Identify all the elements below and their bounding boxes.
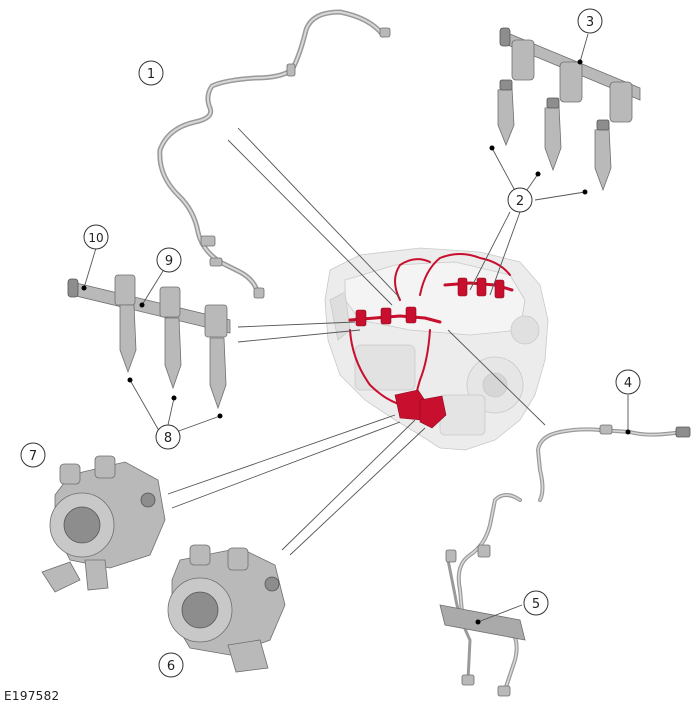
svg-text:2: 2	[516, 194, 524, 209]
fuel-line-5-icon	[439, 493, 526, 697]
callout-5: 5	[523, 590, 549, 616]
svg-text:10: 10	[88, 231, 103, 245]
svg-text:6: 6	[167, 659, 175, 674]
callout-4: 4	[615, 369, 641, 395]
callout-1: 1	[138, 60, 164, 86]
fuel-rail-right-icon	[499, 27, 641, 123]
fuel-pump-6-icon	[167, 544, 286, 673]
fuel-rail-left-icon	[67, 274, 231, 338]
fuel-line-4-icon	[536, 424, 691, 502]
fuel-injectors-left-icon	[119, 304, 227, 410]
svg-text:4: 4	[624, 376, 632, 391]
svg-text:3: 3	[586, 15, 594, 30]
svg-text:5: 5	[532, 597, 540, 612]
figure-id-label: E197582	[4, 689, 60, 703]
callout-2: 2	[507, 187, 533, 213]
callout-6: 6	[158, 652, 184, 678]
svg-text:1: 1	[147, 67, 155, 82]
leader-lines	[83, 33, 629, 623]
callout-3: 3	[577, 8, 603, 34]
callout-9: 9	[156, 247, 182, 273]
fuel-line-1-icon	[157, 9, 391, 299]
svg-text:7: 7	[29, 449, 37, 464]
leader-dots	[81, 59, 631, 625]
callout-8: 8	[155, 424, 181, 450]
callout-10: 10	[83, 224, 109, 250]
callout-7: 7	[20, 442, 46, 468]
svg-text:8: 8	[164, 431, 172, 446]
fuel-injectors-right-icon	[497, 79, 612, 192]
svg-text:9: 9	[165, 254, 173, 269]
fuel-pump-7-icon	[41, 455, 166, 593]
engine-icon	[324, 247, 549, 451]
